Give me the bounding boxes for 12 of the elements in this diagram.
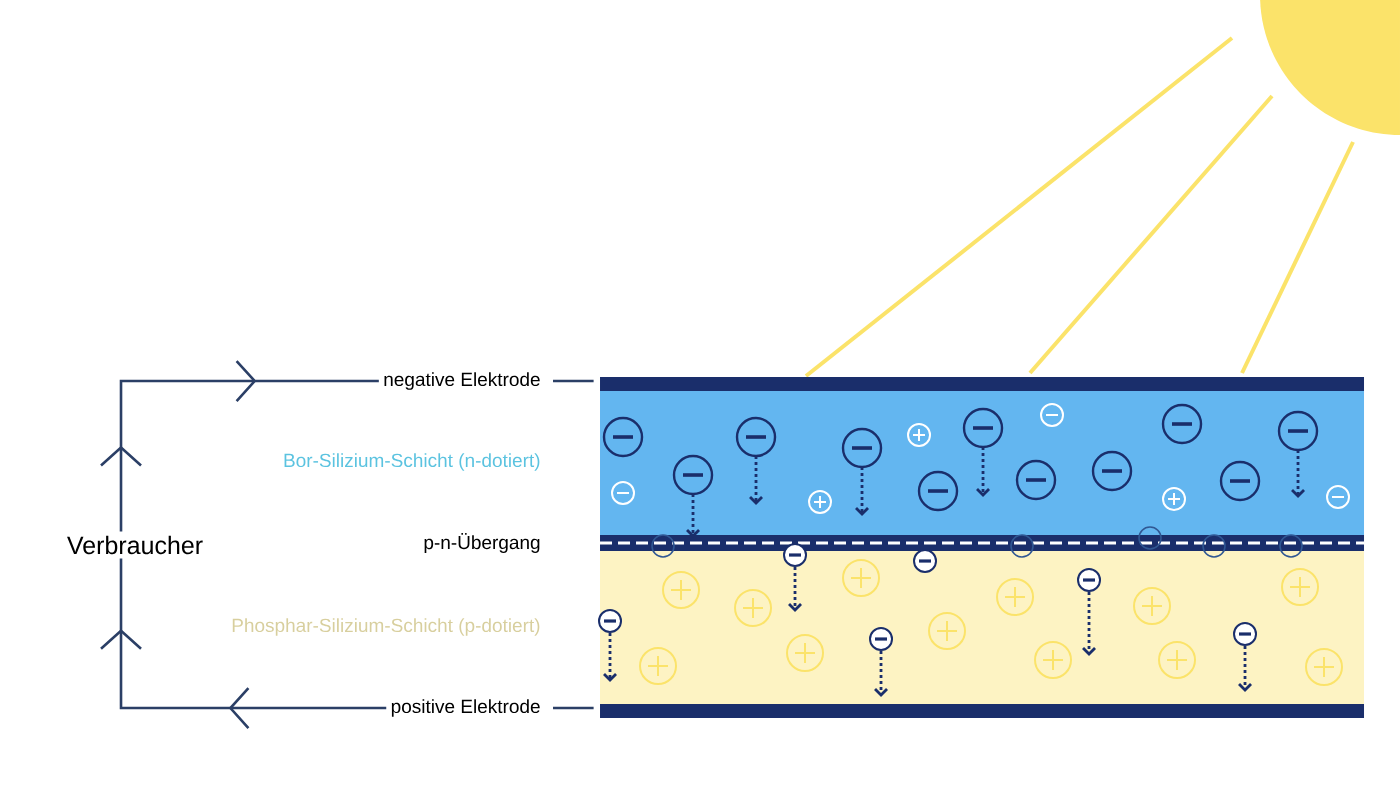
electrode-bar: [600, 377, 1364, 391]
circuit-wire: [100, 360, 379, 532]
text-label: Verbraucher: [67, 535, 203, 555]
layer-label: p-n-Übergang: [424, 533, 540, 553]
circuit-wire: [100, 558, 387, 729]
leader-line: [553, 706, 594, 710]
layer-label: Phosphar-Silizium-Schicht (p-dotiert): [232, 618, 540, 636]
leader-line: [553, 379, 594, 383]
text-label: positive Elektrode: [391, 699, 540, 717]
electrode-bar: [600, 704, 1364, 718]
text-label: negative Elektrode: [384, 372, 540, 390]
layer-label: Bor-Silizium-Schicht (n-dotiert): [284, 453, 540, 471]
